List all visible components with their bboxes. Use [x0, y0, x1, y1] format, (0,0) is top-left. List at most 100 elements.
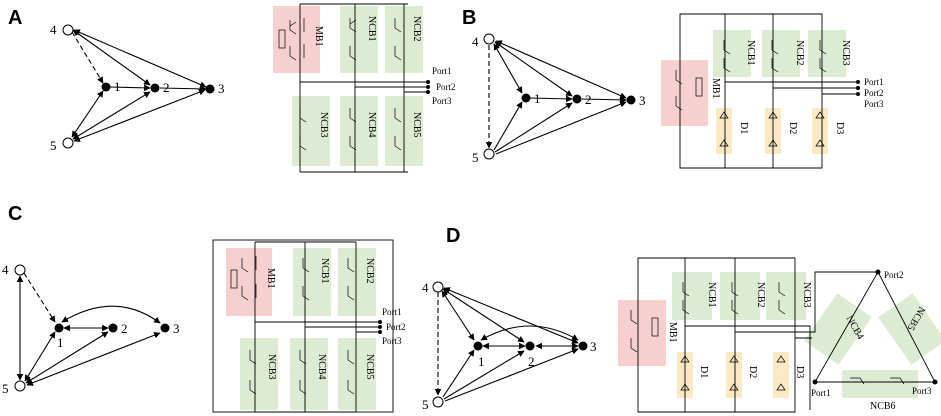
port1-dot-d: [812, 379, 818, 385]
ncb2-label-a: NCB2: [411, 16, 422, 42]
edge-5-3: [444, 348, 579, 402]
node-label-5: 5: [422, 397, 429, 412]
circuit-d: Port2 Port1 Port3 MB1 NCB1 NCB2 NCB3 D1 …: [618, 257, 941, 413]
node-label-1: 1: [57, 335, 64, 350]
node-1: [521, 93, 531, 103]
ncb1-box-a: [340, 6, 378, 73]
graph-c: 4 5 1 2 3: [2, 262, 180, 396]
node-label-1: 1: [478, 354, 485, 369]
port3-label-b: Port3: [864, 99, 884, 109]
port1-label-b: Port1: [864, 77, 884, 87]
edge-1-2: [109, 84, 151, 92]
edge-5-1: [493, 101, 523, 151]
node-label-4: 4: [472, 34, 479, 49]
ncb3-box-b: [808, 30, 846, 77]
ncb3-label-c: NCB3: [266, 354, 277, 380]
port1-label-a: Port1: [432, 66, 452, 76]
port3-label-d: Port3: [912, 386, 932, 396]
node-5: [62, 137, 74, 149]
node-label-3: 3: [218, 81, 225, 96]
node-3: [160, 323, 170, 333]
edge-5-1: [442, 349, 475, 398]
ncb2-box-d: [720, 272, 760, 320]
node-label-3: 3: [590, 339, 597, 354]
ncb4-box-a: [340, 96, 378, 166]
edge-4-3: [73, 29, 207, 88]
panel-d: D 4 5 1 2 3: [422, 225, 941, 413]
port3-label-c: Port3: [382, 336, 402, 346]
edge-4-1: [23, 272, 56, 323]
ncb1-box-d: [672, 272, 712, 320]
node-2: [150, 83, 160, 93]
mb1-box-d: [618, 300, 666, 366]
port1-dot-c: [378, 320, 382, 324]
port3-dot-a: [426, 90, 430, 94]
node-3: [205, 84, 215, 94]
mb1-box-c: [226, 248, 272, 316]
port-wires-d: [685, 271, 878, 410]
node-label-4: 4: [50, 22, 57, 37]
port2-dot-d: [875, 269, 881, 275]
d1-box-b: [716, 108, 732, 154]
graph-b: 4 5 1 2 3: [472, 33, 646, 165]
node-5: [14, 380, 26, 392]
frame-wires-a: [299, 3, 408, 173]
port-wires-c: [255, 321, 380, 333]
node-1: [54, 323, 64, 333]
port2-dot-a: [426, 85, 430, 89]
node-label-4: 4: [2, 262, 9, 277]
edge-1-3: [61, 305, 161, 324]
node-2: [525, 341, 535, 351]
port1-label-d: Port1: [811, 388, 831, 398]
switch-symbols-a: [278, 18, 402, 151]
ncb5-label-a: NCB5: [411, 112, 422, 138]
frame-wires-d: [637, 257, 796, 413]
mb1-label-a: MB1: [313, 26, 324, 47]
port2-label-a: Port2: [436, 82, 456, 92]
port2-dot-c: [378, 325, 382, 329]
d2-label-d: D2: [747, 366, 758, 378]
panel-label-c: C: [8, 203, 22, 225]
node-4: [432, 281, 444, 293]
node-label-2: 2: [585, 92, 592, 107]
mb1-label-c: MB1: [265, 268, 276, 289]
circuit-b: Port1 Port2 Port3 MB1 NCB1 NCB2 NCB3 D1 …: [661, 13, 884, 169]
ncb4-label-c: NCB4: [316, 354, 327, 380]
port3-dot-d: [932, 379, 938, 385]
d3-box-b: [812, 108, 828, 154]
node-label-2: 2: [528, 354, 535, 369]
node-1: [473, 341, 483, 351]
ncb2-label-d: NCB2: [755, 282, 766, 308]
ncb1-box-b: [713, 30, 751, 77]
d3-label-d: D3: [794, 366, 805, 378]
node-label-4: 4: [422, 280, 429, 295]
edge-4-3: [443, 287, 579, 344]
circuit-c: Port1 Port2 Port3 MB1 NCB1 NCB2 NCB3 NCB…: [212, 239, 406, 413]
switch-symbols-d: [630, 282, 905, 391]
node-4: [14, 264, 26, 276]
port2-label-c: Port2: [386, 322, 406, 332]
node-1: [101, 82, 111, 92]
ncb3-label-d: NCB3: [801, 282, 812, 308]
ncb2-label-b: NCB2: [794, 40, 805, 66]
node-5: [432, 396, 444, 408]
edge-5-3: [495, 101, 627, 155]
ncb5-box-c: [338, 338, 376, 410]
ncb2-box-b: [762, 30, 800, 77]
node-label-1: 1: [534, 91, 541, 106]
ncb4-label-a: NCB4: [366, 112, 377, 138]
panel-label-a: A: [8, 7, 22, 29]
edge-4-3: [495, 40, 627, 99]
switch-symbols-b: [675, 40, 827, 147]
d2-box-d: [726, 352, 742, 398]
ncb3-label-a: NCB3: [318, 112, 329, 138]
node-label-5: 5: [2, 381, 9, 396]
node-label-1: 1: [114, 79, 121, 94]
ncb3-box-a: [292, 96, 330, 166]
port-wires-a: [300, 81, 428, 93]
node-label-3: 3: [173, 321, 180, 336]
ncb6-box-d: [842, 370, 918, 398]
d1-label-d: D1: [698, 366, 709, 378]
panel-c: C 4 5 1 2 3: [2, 203, 406, 413]
